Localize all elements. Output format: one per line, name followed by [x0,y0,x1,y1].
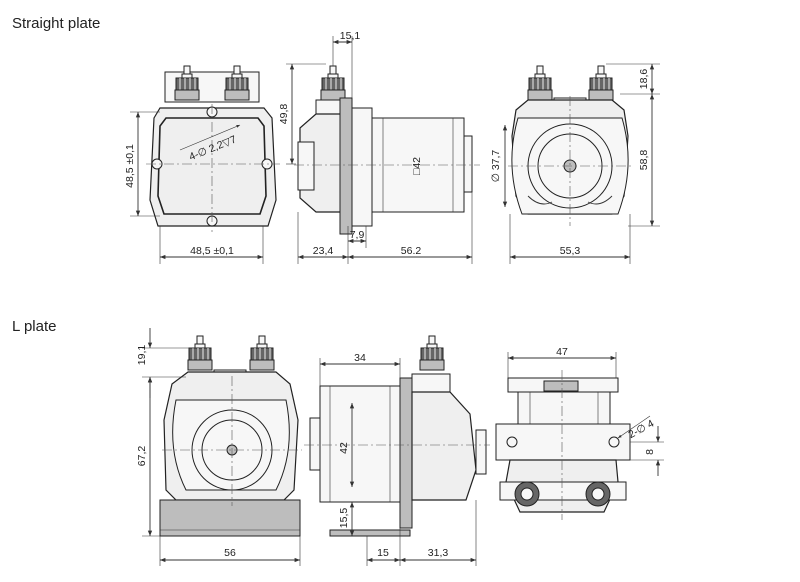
section-title-straight-plate: Straight plate [12,15,101,32]
dim-straight-tube-height: 49,8 [278,104,290,125]
dim-l-motor-length: 34 [354,352,366,364]
dim-straight-height-plate: 48,5 ±0,1 [124,144,136,188]
dim-l-back-width: 47 [556,346,568,358]
dim-l-plate-width: 56 [224,547,236,559]
section-title-l-plate: L plate [12,318,57,335]
dim-l-head-depth: 31,3 [428,547,449,559]
dim-straight-head-width: 55,3 [560,245,581,257]
l-front-view [159,335,302,537]
straight-side-view [294,65,480,235]
dim-l-fitting-height: 19,1 [136,345,148,366]
dim-straight-motor-length: 56.2 [401,245,422,257]
dim-l-foot-depth: 15 [377,547,389,559]
dim-l-mount-holes: 2-∅ 4 [626,418,656,441]
dim-l-hole-offset: 8 [644,449,656,455]
dim-l-motor-square: 42 [338,442,350,454]
straight-head-view [508,65,632,226]
dim-straight-head-height: 58,8 [638,150,650,171]
dim-straight-width-plate: 48,5 ±0,1 [190,245,234,257]
dim-straight-offset: 15,1 [340,30,361,42]
dim-straight-fitting-height: 18,6 [638,69,650,90]
dim-l-foot-height: 15,5 [338,508,350,529]
dim-straight-rotor-diameter: ∅ 37,7 [490,150,502,183]
dim-straight-motor-square: □42 [411,157,423,175]
l-side-view [304,335,490,537]
dim-straight-plate-thickness: 7,9 [350,229,365,241]
dim-straight-head-depth: 23,4 [313,245,334,257]
dim-l-head-height: 67,2 [136,446,148,467]
l-back-view [495,370,631,520]
straight-front-view [146,65,280,232]
